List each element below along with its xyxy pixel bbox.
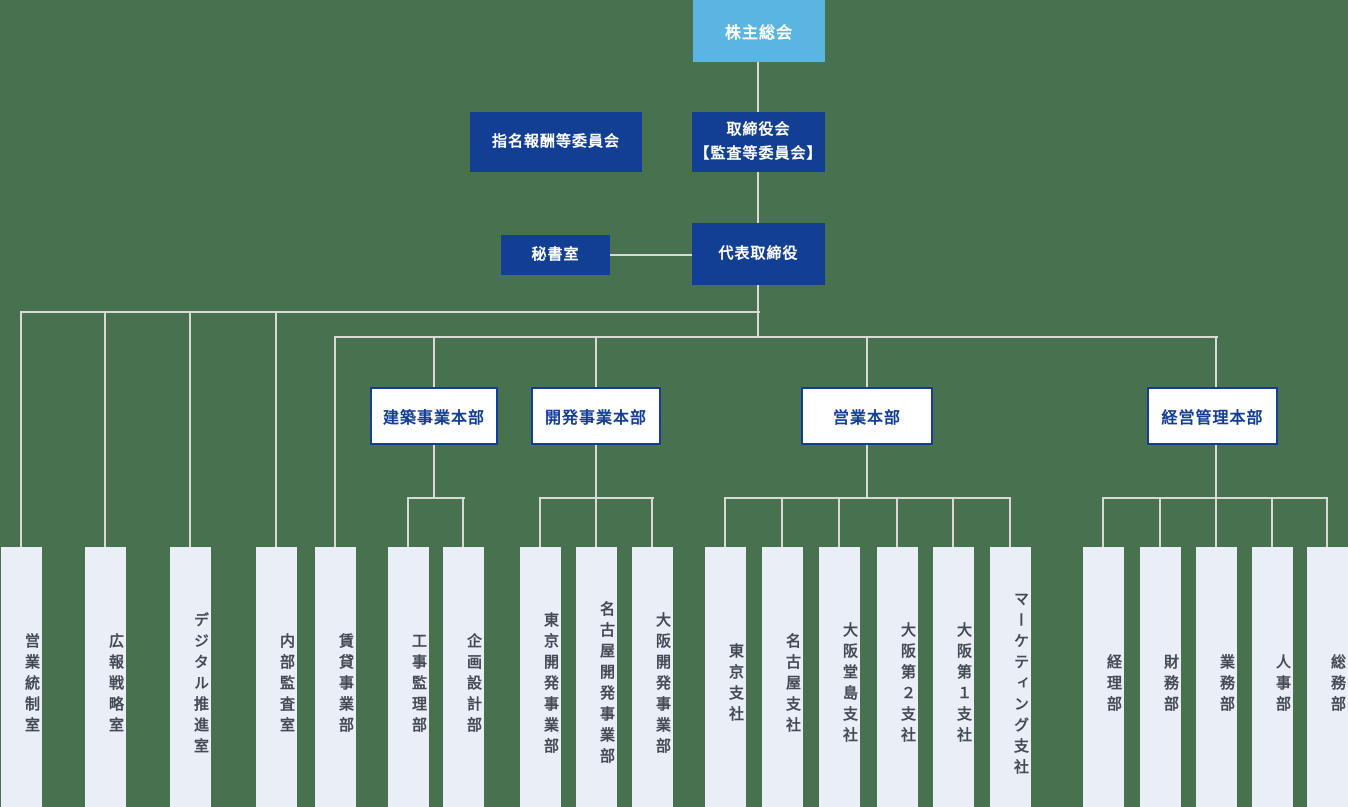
connector-line: [838, 497, 840, 547]
connector-line: [1271, 497, 1273, 547]
org-leaf-node: 名古屋支社: [762, 547, 803, 807]
connector-line: [757, 172, 759, 223]
org-node-management-division: 経営管理本部: [1147, 387, 1278, 445]
org-node-label: 経営管理本部: [1161, 410, 1264, 427]
org-node-label: 建築事業本部: [382, 410, 485, 427]
connector-line: [407, 497, 465, 499]
connector-line: [757, 62, 759, 112]
connector-line: [433, 445, 435, 498]
connector-line: [275, 311, 277, 547]
connector-line: [724, 497, 1011, 499]
connector-line: [1102, 497, 1104, 547]
connector-line: [952, 497, 954, 547]
org-node-label: 取締役会: [726, 121, 791, 138]
org-leaf-node: 経理部: [1083, 547, 1124, 807]
org-node-sales-division: 営業本部: [801, 387, 933, 445]
org-node-nomination-remuneration-committee: 指名報酬等委員会: [470, 112, 642, 172]
org-leaf-node: 総務部: [1307, 547, 1348, 807]
connector-line: [1159, 497, 1161, 547]
org-leaf-node: デジタル推進室: [170, 547, 211, 807]
org-node-label: 指名報酬等委員会: [491, 133, 620, 150]
org-node-board-of-directors: 取締役会【監査等委員会】: [692, 112, 825, 172]
connector-line: [896, 497, 898, 547]
connector-line: [866, 336, 868, 387]
org-leaf-node: 大阪開発事業部: [632, 547, 673, 807]
org-node-shareholders-meeting: 株主総会: [693, 0, 825, 62]
org-leaf-node: 内部監査室: [256, 547, 297, 807]
org-node-label: 株主総会: [724, 25, 793, 42]
org-node-representative-director: 代表取締役: [692, 223, 825, 285]
connector-line: [334, 336, 336, 547]
org-leaf-node: 大阪第１支社: [933, 547, 974, 807]
org-node-label: 秘書室: [531, 246, 580, 263]
org-leaf-node: 名古屋開発事業部: [576, 547, 617, 807]
connector-line: [1326, 497, 1328, 547]
connector-line: [724, 497, 726, 547]
org-leaf-node: 東京支社: [705, 547, 746, 807]
connector-line: [610, 254, 692, 256]
connector-line: [595, 445, 597, 498]
org-leaf-node: 工事監理部: [388, 547, 429, 807]
connector-line: [651, 497, 653, 547]
org-node-construction-division: 建築事業本部: [370, 387, 498, 445]
org-node-secretary-office: 秘書室: [501, 235, 610, 275]
connector-line: [595, 336, 597, 387]
connector-line: [433, 336, 435, 387]
org-leaf-node: 営業統制室: [1, 547, 42, 807]
connector-line: [1215, 445, 1217, 498]
connector-line: [757, 285, 759, 338]
connector-line: [1215, 497, 1217, 547]
org-leaf-node: 大阪第２支社: [877, 547, 918, 807]
connector-line: [1009, 497, 1011, 547]
org-leaf-node: マーケティング支社: [990, 547, 1031, 807]
connector-line: [407, 497, 409, 547]
org-leaf-node: 賃貸事業部: [315, 547, 356, 807]
org-leaf-node: 財務部: [1140, 547, 1181, 807]
connector-line: [781, 497, 783, 547]
org-leaf-node: 人事部: [1252, 547, 1293, 807]
org-node-development-division: 開発事業本部: [531, 387, 661, 445]
connector-line: [539, 497, 541, 547]
connector-line: [1215, 336, 1217, 387]
org-leaf-node: 業務部: [1196, 547, 1237, 807]
connector-line: [334, 336, 1218, 338]
org-leaf-node: 大阪堂島支社: [819, 547, 860, 807]
connector-line: [20, 311, 22, 547]
org-node-label: 開発事業本部: [544, 410, 647, 427]
connector-line: [866, 445, 868, 498]
org-node-label: 代表取締役: [718, 245, 799, 262]
connector-line: [595, 497, 597, 547]
org-leaf-node: 広報戦略室: [85, 547, 126, 807]
connector-line: [462, 497, 464, 547]
org-node-label: 営業本部: [832, 410, 901, 427]
org-leaf-node: 東京開発事業部: [520, 547, 561, 807]
connector-line: [20, 311, 760, 313]
org-leaf-node: 企画設計部: [443, 547, 484, 807]
org-node-label: 【監査等委員会】: [694, 145, 823, 162]
connector-line: [189, 311, 191, 547]
connector-line: [104, 311, 106, 547]
